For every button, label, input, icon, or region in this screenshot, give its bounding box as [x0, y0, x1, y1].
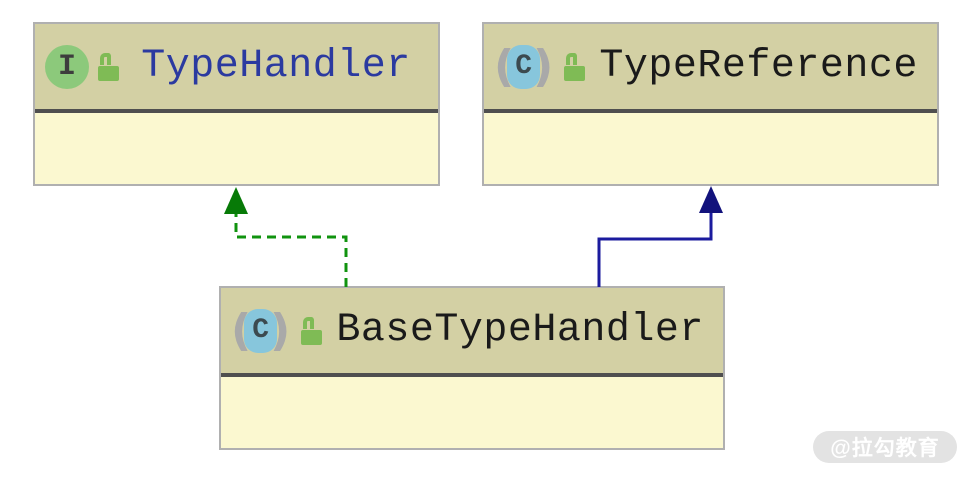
class-node-typereference[interactable]: ( C ) TypeReference	[482, 22, 939, 186]
class-icon-glyph: C	[507, 44, 541, 89]
watermark-text: @拉勾教育	[830, 437, 940, 460]
node-header-typehandler[interactable]: I TypeHandler	[35, 24, 438, 109]
node-fields-area-typehandler	[35, 113, 438, 184]
interface-icon-glyph: I	[45, 44, 89, 89]
lock-shackle	[100, 52, 111, 65]
class-icon: ( C )	[494, 44, 553, 89]
node-title-basetypehandler: BaseTypeHandler	[336, 308, 704, 353]
node-header-basetypehandler[interactable]: ( C ) BaseTypeHandler	[221, 288, 723, 373]
implements-edge[interactable]	[234, 214, 348, 287]
class-node-basetypehandler[interactable]: ( C ) BaseTypeHandler	[219, 286, 725, 450]
node-separator	[35, 109, 438, 113]
lock-shackle	[303, 316, 315, 329]
node-title-typereference: TypeReference	[599, 44, 918, 89]
watermark-badge: @拉勾教育	[813, 431, 957, 463]
node-fields-area-typereference	[484, 113, 937, 184]
implements-arrowhead[interactable]	[224, 187, 248, 214]
node-fields-area-basetypehandler	[221, 377, 723, 448]
lock-body	[301, 329, 323, 345]
node-header-typereference[interactable]: ( C ) TypeReference	[484, 24, 937, 109]
public-lock-icon	[301, 316, 325, 345]
interface-icon: I	[45, 44, 89, 89]
lock-body	[564, 65, 586, 81]
lock-shackle	[566, 52, 578, 65]
node-separator	[221, 373, 723, 377]
public-lock-icon	[564, 52, 588, 81]
public-lock-icon	[98, 52, 122, 81]
class-icon-glyph: C	[244, 308, 278, 353]
extends-arrowhead[interactable]	[699, 186, 723, 213]
node-title-typehandler: TypeHandler	[141, 44, 411, 89]
node-separator	[484, 109, 937, 113]
lock-body	[98, 65, 119, 81]
class-icon: ( C )	[231, 308, 290, 353]
class-node-typehandler[interactable]: I TypeHandler	[33, 22, 440, 186]
extends-edge[interactable]	[597, 212, 713, 287]
